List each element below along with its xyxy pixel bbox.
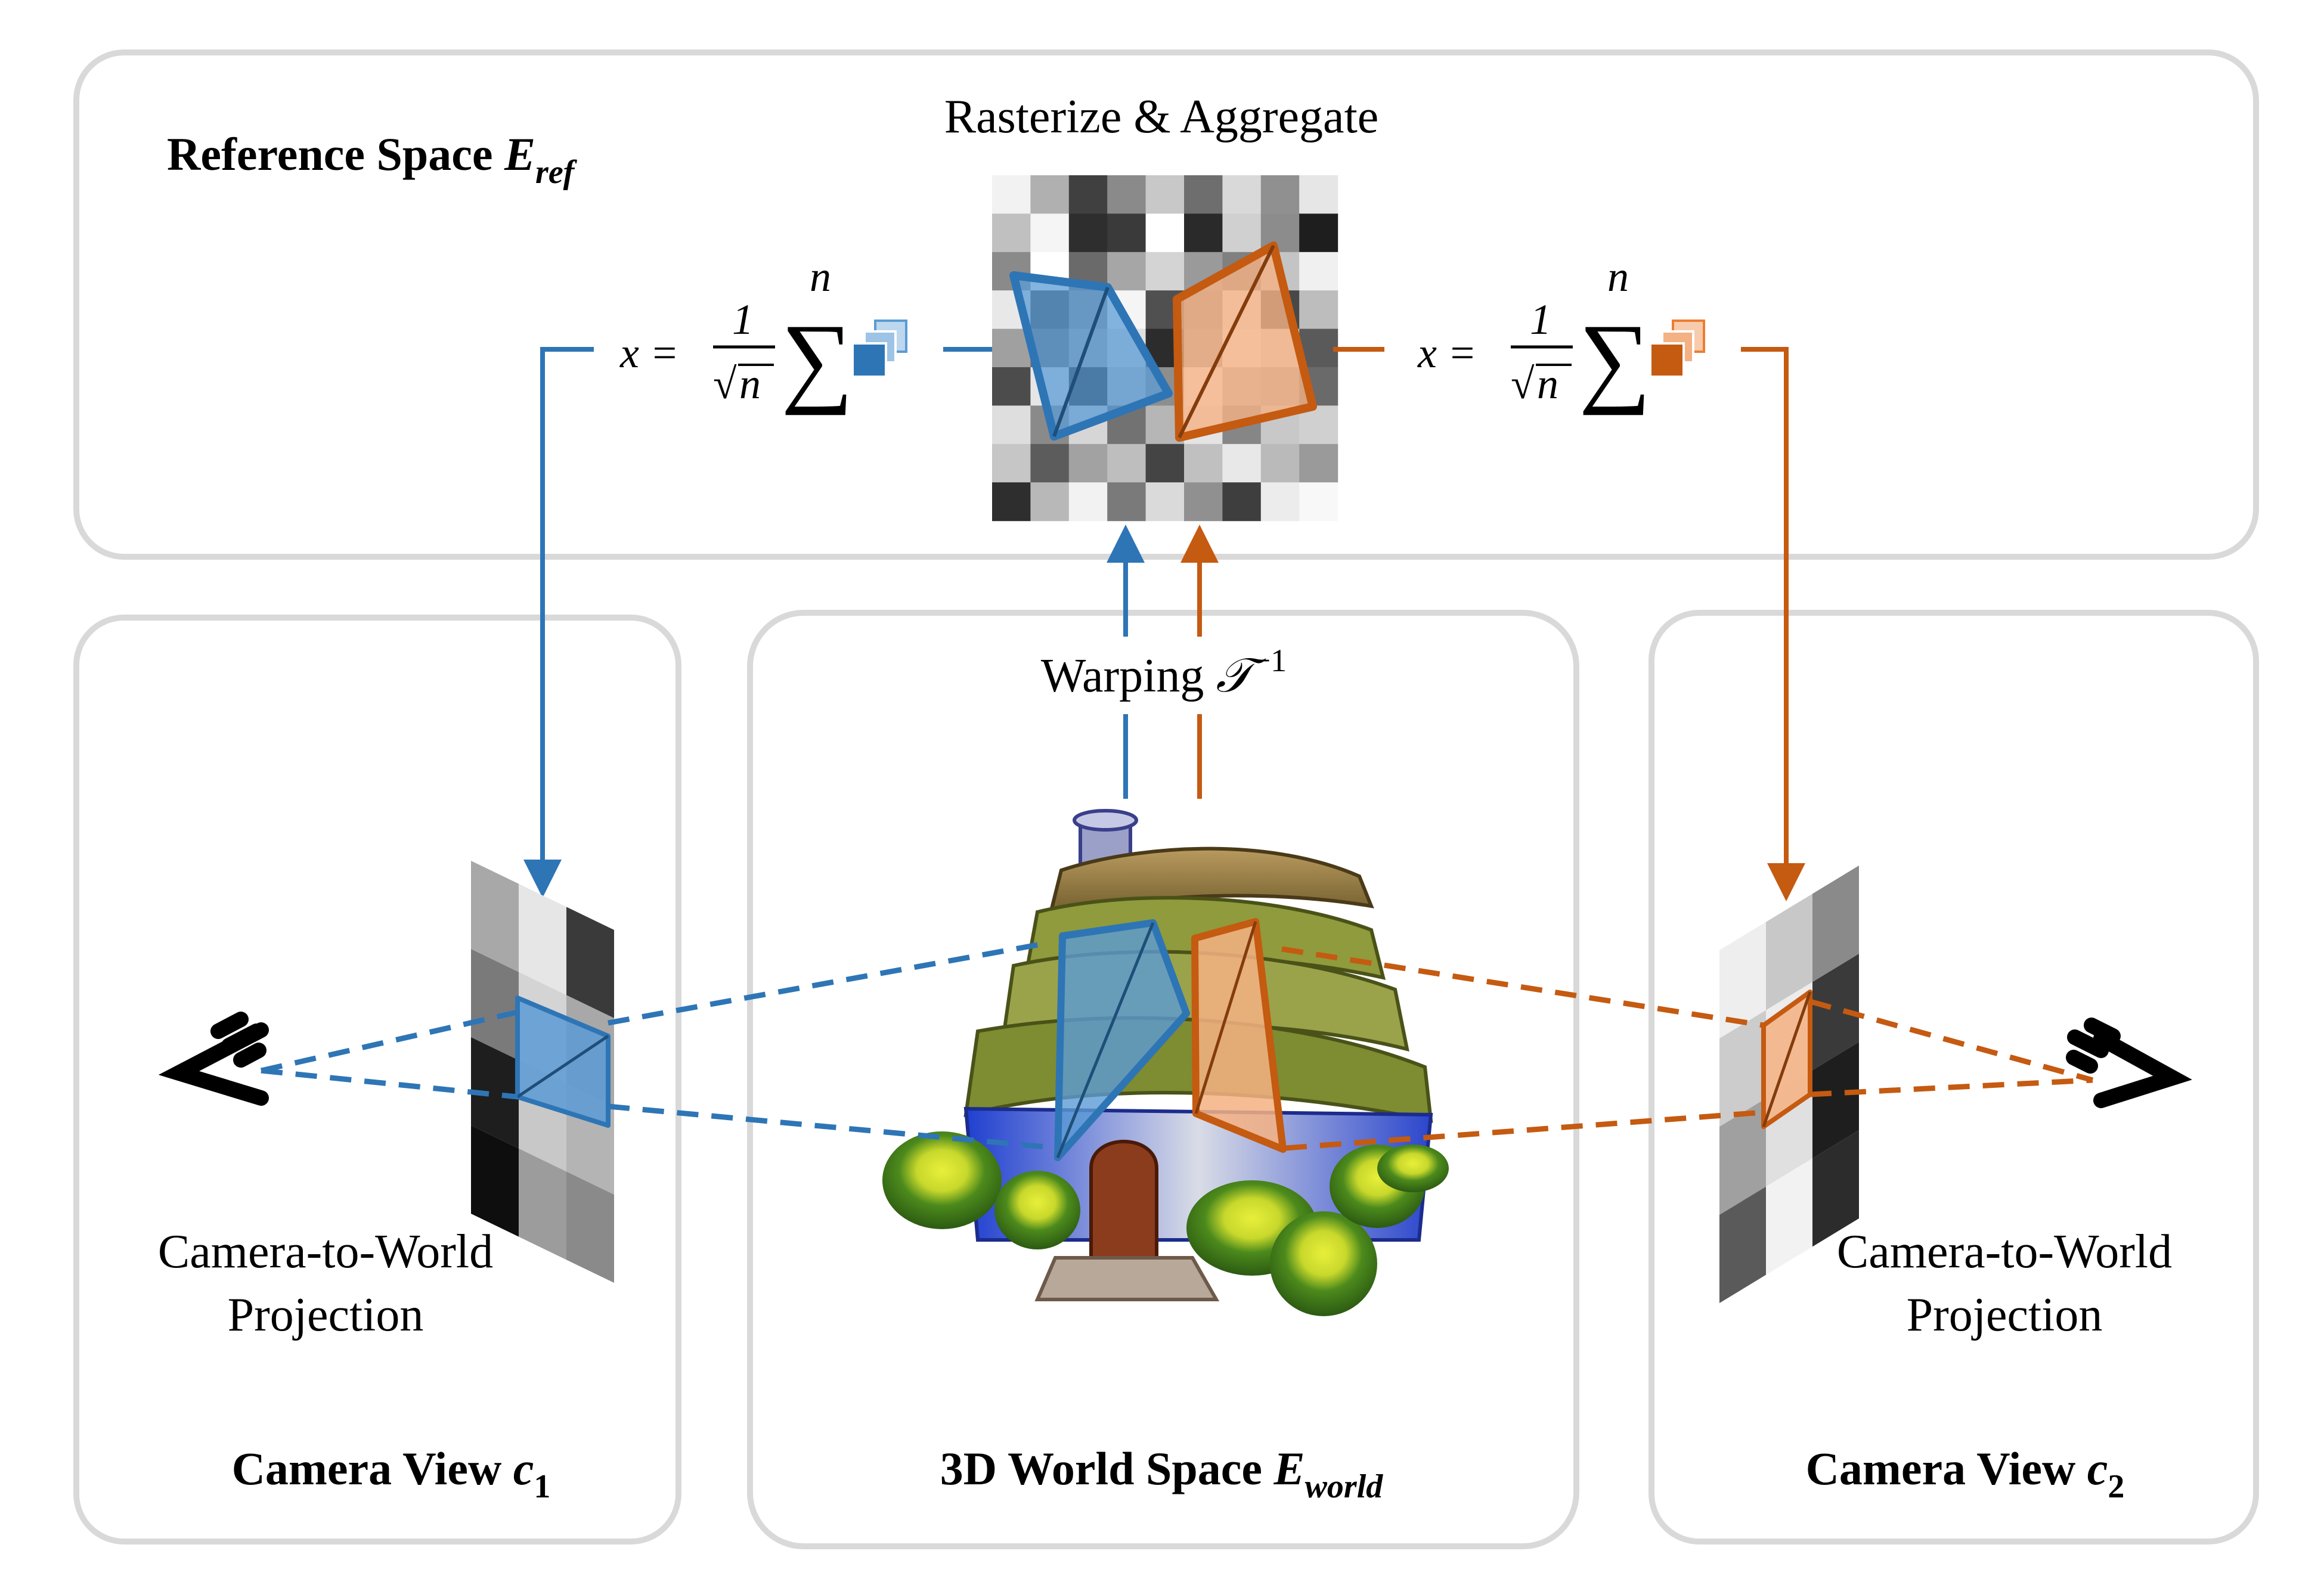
grid-cell bbox=[1184, 482, 1223, 522]
svg-text:n: n bbox=[1537, 360, 1558, 408]
image-plane-cell bbox=[471, 1125, 519, 1237]
grid-cell bbox=[1068, 175, 1108, 214]
grid-cell bbox=[1145, 482, 1185, 522]
grid-cell bbox=[1299, 213, 1338, 253]
grid-cell bbox=[1299, 252, 1338, 291]
grid-cell bbox=[1299, 482, 1338, 522]
image-plane-cell bbox=[1719, 1098, 1766, 1215]
svg-text:n: n bbox=[1607, 253, 1629, 300]
grid-cell bbox=[1145, 175, 1185, 214]
grid-cell bbox=[1260, 444, 1300, 483]
grid-cell bbox=[1222, 175, 1262, 214]
camera-1-rays bbox=[261, 941, 1059, 1151]
grid-cell bbox=[1299, 290, 1338, 330]
image-plane-cell bbox=[1766, 1158, 1812, 1275]
grid-cell bbox=[1107, 482, 1146, 522]
formula-left: x = 1 √ n n ∑ bbox=[619, 253, 907, 415]
image-plane-cell bbox=[1812, 866, 1859, 982]
camera-2-projection-label: Camera-to-World bbox=[1837, 1226, 2172, 1278]
image-plane-cell bbox=[566, 1171, 614, 1283]
grid-cell bbox=[1299, 175, 1338, 214]
image-plane-cell bbox=[519, 1148, 566, 1260]
warping-label: Warping 𝒯−1 bbox=[1041, 643, 1287, 702]
grid-cell bbox=[1030, 213, 1070, 253]
feature-stack-icon-orange bbox=[1649, 320, 1705, 378]
grid-cell bbox=[1222, 482, 1262, 522]
grid-cell bbox=[1068, 482, 1108, 522]
grid-cell bbox=[992, 444, 1031, 483]
grid-cell bbox=[1107, 444, 1146, 483]
camera-1-projection-label-line2: Projection bbox=[228, 1289, 424, 1341]
grid-cell bbox=[1068, 213, 1108, 253]
grid-cell bbox=[1299, 444, 1338, 483]
reference-orange-triangle bbox=[1173, 241, 1317, 442]
camera-2-label: Camera View c2 bbox=[1806, 1443, 2125, 1505]
grid-cell bbox=[992, 405, 1031, 445]
camera-1-label: Camera View c1 bbox=[232, 1443, 551, 1505]
grid-cell bbox=[992, 175, 1031, 214]
camera-2-rays bbox=[1281, 946, 2094, 1151]
camera-2-triangle bbox=[1761, 990, 1812, 1129]
grid-cell bbox=[1107, 252, 1146, 291]
eye-icon-left bbox=[158, 1012, 269, 1106]
reference-blue-triangle bbox=[1009, 271, 1173, 441]
svg-text:∑: ∑ bbox=[1579, 303, 1651, 415]
camera-view-2-panel bbox=[1649, 610, 2259, 1545]
svg-text:√: √ bbox=[713, 360, 737, 408]
svg-text:n: n bbox=[810, 253, 831, 300]
image-plane-cell bbox=[1719, 922, 1766, 1038]
svg-text:√: √ bbox=[1511, 360, 1535, 408]
grid-cell bbox=[1030, 482, 1070, 522]
image-plane-cell bbox=[471, 949, 519, 1060]
camera-view-1-panel bbox=[73, 615, 681, 1545]
grid-cell bbox=[1107, 175, 1146, 214]
image-plane-cell bbox=[1812, 954, 1859, 1071]
grid-cell bbox=[992, 213, 1031, 253]
grid-cell bbox=[1145, 444, 1185, 483]
rasterize-aggregate-title: Rasterize & Aggregate bbox=[944, 91, 1379, 143]
grid-cell bbox=[1222, 444, 1262, 483]
grid-cell bbox=[992, 482, 1031, 522]
grid-cell bbox=[1222, 213, 1262, 253]
formula-right: x = 1 √ n n ∑ bbox=[1417, 253, 1705, 415]
grid-cell bbox=[1145, 252, 1185, 291]
image-plane-cell bbox=[471, 861, 519, 972]
svg-text:x =: x = bbox=[1417, 329, 1477, 377]
grid-cell bbox=[1260, 175, 1300, 214]
world-blue-triangle bbox=[1054, 919, 1190, 1161]
image-plane-cell bbox=[1719, 1010, 1766, 1127]
grid-cell bbox=[1184, 444, 1223, 483]
svg-text:x =: x = bbox=[619, 329, 679, 377]
eye-icon-right bbox=[2066, 1018, 2192, 1108]
svg-text:1: 1 bbox=[1530, 296, 1551, 343]
grid-cell bbox=[1107, 213, 1146, 253]
grid-cell bbox=[1068, 444, 1108, 483]
grid-cell bbox=[1260, 482, 1300, 522]
svg-text:∑: ∑ bbox=[781, 303, 853, 415]
grid-cell bbox=[1030, 175, 1070, 214]
grid-cell bbox=[992, 367, 1031, 406]
feature-stack-icon-blue bbox=[851, 320, 907, 378]
svg-text:1: 1 bbox=[732, 296, 754, 343]
image-plane-cell bbox=[1812, 1042, 1859, 1159]
reference-space-label: Reference Space Eref bbox=[167, 128, 578, 191]
image-plane-cell bbox=[1812, 1130, 1859, 1247]
image-plane-cell bbox=[1766, 894, 1812, 1010]
grid-cell bbox=[1030, 444, 1070, 483]
image-plane-cell bbox=[1719, 1186, 1766, 1303]
grid-cell bbox=[1145, 213, 1185, 253]
svg-text:n: n bbox=[739, 360, 761, 408]
world-orange-triangle bbox=[1191, 918, 1287, 1153]
grid-cell bbox=[1184, 213, 1223, 253]
camera-1-triangle bbox=[515, 995, 611, 1128]
image-plane-cell bbox=[566, 907, 614, 1018]
grid-cell bbox=[1184, 175, 1223, 214]
camera-1-projection-label: Camera-to-World bbox=[158, 1226, 493, 1278]
world-space-label: 3D World Space Eworld bbox=[940, 1443, 1384, 1505]
image-plane-cell bbox=[519, 883, 566, 995]
image-plane-cell bbox=[471, 1037, 519, 1149]
camera-2-projection-label-line2: Projection bbox=[1907, 1289, 2103, 1341]
